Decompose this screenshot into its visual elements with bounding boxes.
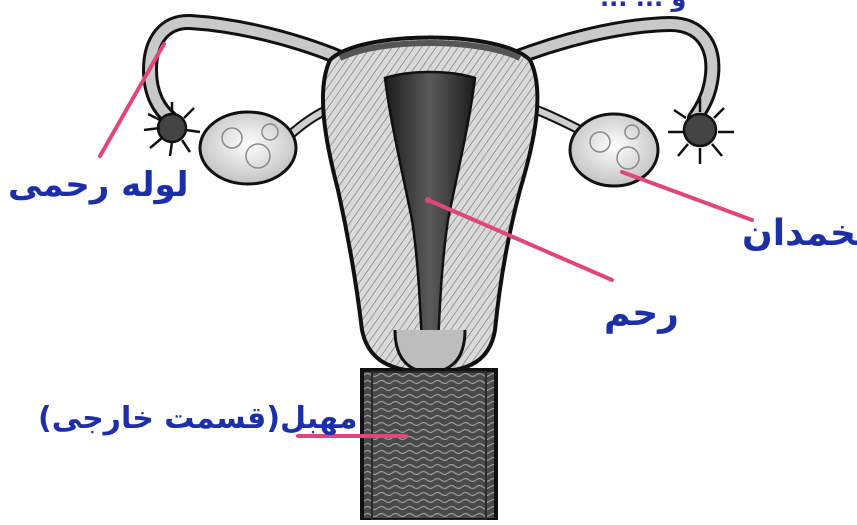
top-partial-caption: و ... ...: [600, 0, 686, 10]
right-fimbriae: [668, 98, 734, 164]
left-ovary: [200, 112, 296, 184]
vagina-label: مهبل(قسمت خارجی): [38, 404, 357, 434]
left-fallopian-tube: [150, 22, 350, 118]
fallopian-tube-label: لوله رحمی: [8, 168, 189, 202]
ovary-label: تخمدان: [742, 216, 857, 252]
vagina: [362, 370, 496, 520]
uterus-label: رحم: [604, 296, 679, 332]
ovary-pointer: [622, 172, 752, 220]
right-ovary: [570, 114, 658, 186]
